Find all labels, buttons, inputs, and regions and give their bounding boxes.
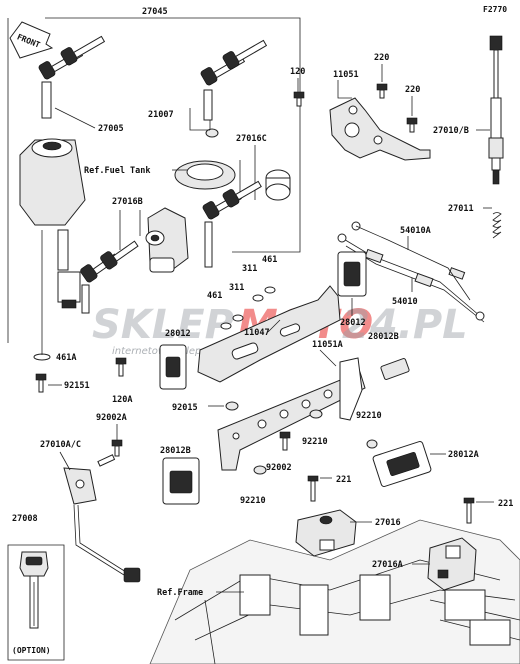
bracket-11051A: [217, 357, 366, 471]
callout-221-b: 221: [498, 499, 513, 509]
callout-27045: 27045: [142, 7, 168, 17]
callout-461A: 461A: [56, 353, 76, 363]
screw-221-b: [463, 497, 475, 524]
callout-92210-right: 92210: [356, 411, 382, 421]
callout-54010A: 54010A: [400, 226, 431, 236]
key-pair-27016B: [80, 240, 139, 314]
callout-28012-right: 28012: [340, 318, 366, 328]
watermark-tagline: internetowy sklep motocyklowy: [112, 346, 272, 357]
option-box: [7, 544, 65, 661]
callout-221-a: 221: [336, 475, 351, 485]
screw-221-a: [307, 475, 319, 502]
callout-92015: 92015: [172, 403, 198, 413]
callout-27016B: 27016B: [112, 197, 143, 207]
key-27008: [19, 551, 49, 629]
callout-92210-bottom: 92210: [240, 496, 266, 506]
bolt-92002: [279, 431, 291, 451]
callout-311-b: 311: [229, 283, 244, 293]
callout-92210-mid: 92210: [302, 437, 328, 447]
cable-54010A: [341, 237, 481, 317]
callout-28012B-left: 28012B: [160, 446, 191, 456]
leader-27005: [54, 107, 96, 129]
leader-27016B: [119, 210, 141, 250]
callout-120-top: 120: [290, 67, 305, 77]
nut-92210-right: [366, 439, 378, 449]
fuel-tank-cap: [174, 160, 236, 190]
cable-54010: [355, 225, 471, 301]
callout-11051: 11051: [333, 70, 359, 80]
ignition-switch: [19, 138, 86, 361]
washer-stack-lower: [220, 314, 244, 330]
leader-11051: [337, 80, 352, 99]
washer-stack-upper: [252, 286, 276, 302]
callout-54010: 54010: [392, 297, 418, 307]
callout-311-a: 311: [242, 264, 257, 274]
callout-27008: 27008: [12, 514, 38, 524]
leader-11047: [267, 319, 281, 333]
callout-220-b: 220: [405, 85, 420, 95]
watermark-text-1: SKLEP: [92, 302, 234, 348]
frame-drawing: [149, 519, 520, 664]
watermark-text-3: 24.PL: [342, 302, 468, 348]
seat-lock-27016B: [145, 207, 189, 273]
callout-27016C: 27016C: [236, 134, 267, 144]
nut-92015: [225, 401, 239, 411]
reflector-28012-left: [159, 344, 187, 390]
cable-fittings: [337, 221, 485, 321]
callout-11047: 11047: [244, 328, 270, 338]
callout-21007: 21007: [148, 110, 174, 120]
bracket-11051: [329, 97, 431, 161]
leader-27010AC: [59, 451, 71, 471]
switch-27010B: [488, 35, 504, 185]
callout-27010B: 27010/B: [433, 126, 469, 136]
front-arrow: FRONT: [9, 21, 54, 59]
callout-92002: 92002: [266, 463, 292, 473]
callout-28012A: 28012A: [448, 450, 479, 460]
plate-11047: [197, 285, 341, 383]
key-pair-21007: [200, 39, 268, 138]
reflector-28012B-left: [162, 457, 200, 505]
reflector-28012A: [372, 441, 432, 487]
callout-28012-left: 28012: [165, 329, 191, 339]
callout-27016: 27016: [375, 518, 401, 528]
bolt-120-top: [293, 91, 305, 107]
callout-11051A: 11051A: [312, 340, 343, 350]
reflector-28012B-right: [380, 358, 410, 380]
key-pair-left: [38, 35, 106, 119]
screw-220-a: [376, 83, 388, 99]
callout-92151: 92151: [64, 381, 90, 391]
figure-code: F2770: [483, 5, 507, 14]
key-pair-27016C: [202, 180, 262, 268]
callout-461-b: 461: [207, 291, 222, 301]
callout-27011: 27011: [448, 204, 474, 214]
callout-120A: 120A: [112, 395, 132, 405]
switch-27010AC: [63, 454, 141, 583]
bolt-120A: [115, 357, 127, 377]
callout-27005: 27005: [98, 124, 124, 134]
callout-27010AC: 27010A/C: [40, 440, 81, 450]
nut-92210-mid: [309, 409, 323, 419]
lock-27016A: [427, 537, 477, 591]
callout-27016A: 27016A: [372, 560, 403, 570]
bolt-92002A: [111, 439, 123, 457]
nut-92210-bottom: [253, 465, 267, 475]
leader-21007: [189, 108, 211, 131]
screw-220-b: [406, 117, 418, 133]
leader-11051A: [319, 349, 337, 367]
reflector-28012-right: [337, 251, 367, 297]
screw-92151: [35, 373, 47, 393]
callout-ref-frame: Ref.Frame: [157, 588, 203, 598]
cylinder-27016C: [265, 169, 291, 201]
spring-27011: [492, 212, 502, 239]
group-bracket-27045: [7, 17, 301, 343]
option-label: (OPTION): [12, 646, 51, 655]
callout-28012B-right: 28012B: [368, 332, 399, 342]
callout-220-a: 220: [374, 53, 389, 63]
callout-ref-fuel-tank: Ref.Fuel Tank: [84, 166, 151, 176]
lock-27016: [295, 509, 357, 557]
callout-92002A: 92002A: [96, 413, 127, 423]
callout-461-a: 461: [262, 255, 277, 265]
